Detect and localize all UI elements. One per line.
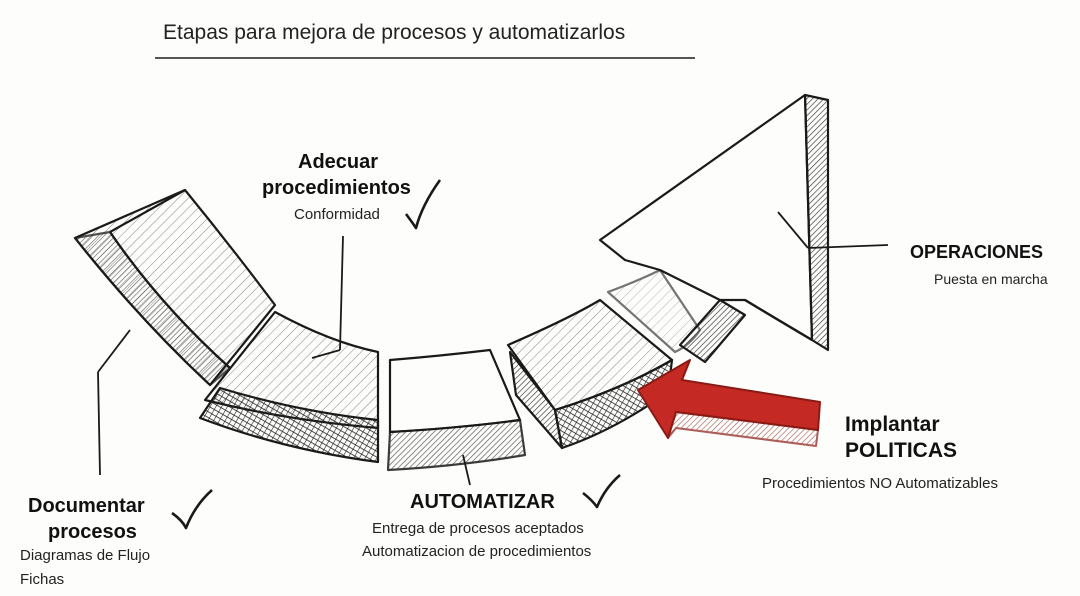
stage-automatizar-detail-2: Automatizacion de procedimientos (362, 543, 592, 560)
page-title: Etapas para mejora de procesos y automat… (163, 21, 626, 44)
stage-implantar-detail: Procedimientos NO Automatizables (762, 475, 998, 492)
check-icon (404, 179, 442, 230)
stage-automatizar-title: AUTOMATIZAR (410, 491, 555, 513)
stage-adecuar-title-1: Adecuar (298, 151, 379, 173)
segment-documentar (73, 188, 277, 387)
checkmarks (171, 179, 621, 530)
stage-adecuar-title-2: procedimientos (262, 177, 411, 199)
arrow-implantar-politicas (637, 359, 821, 447)
stage-operaciones-title: OPERACIONES (910, 242, 1044, 262)
stage-operaciones-detail: Puesta en marcha (934, 271, 1048, 287)
check-icon (582, 474, 621, 509)
arrow-operaciones (598, 93, 830, 352)
check-icon (171, 489, 213, 530)
segment-pre-arrow (606, 268, 747, 364)
stage-documentar-detail-2: Fichas (20, 571, 65, 588)
stage-adecuar-detail: Conformidad (294, 206, 380, 223)
leader-lines (97, 211, 889, 486)
stage-documentar-detail-1: Diagramas de Flujo (20, 547, 151, 564)
stage-implantar-title-1: Implantar (845, 413, 940, 436)
segment-automatizar (386, 348, 527, 472)
stage-documentar-title-1: Documentar (28, 495, 145, 517)
segment-transition (506, 298, 674, 450)
title-underline (155, 57, 695, 59)
stage-documentar-title-2: procesos (48, 521, 137, 543)
stage-implantar-title-2: POLITICAS (845, 439, 958, 462)
stage-automatizar-detail-1: Entrega de procesos aceptados (372, 520, 584, 537)
segment-adecuar (198, 310, 380, 464)
